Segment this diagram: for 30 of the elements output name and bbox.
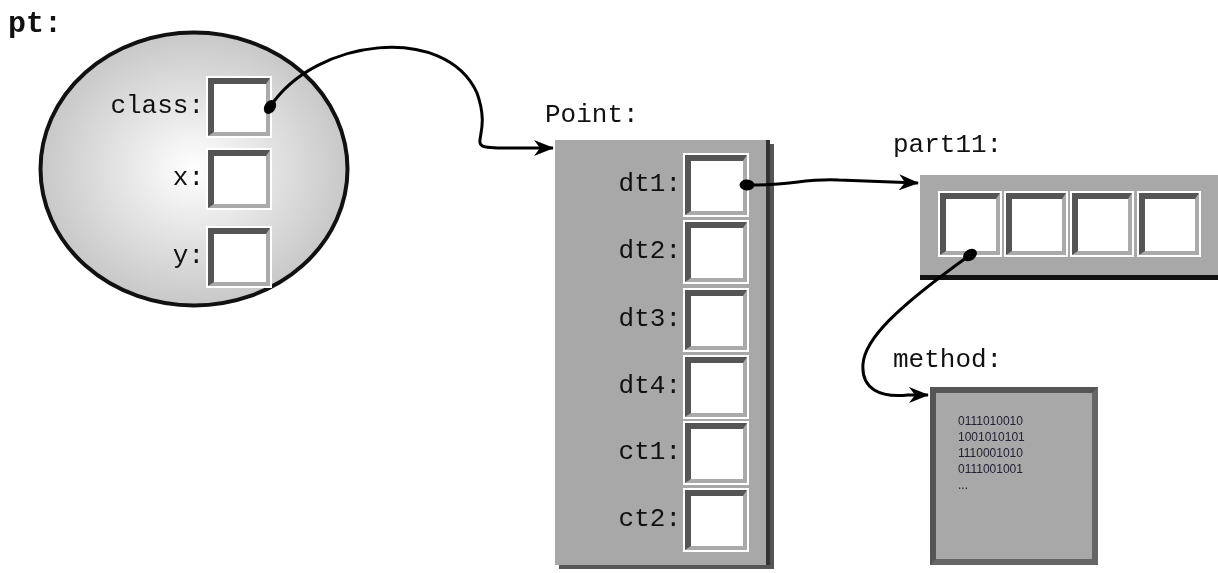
field-slot <box>940 193 1000 255</box>
field-label: ct1: <box>617 437 681 467</box>
object-label: Point: <box>545 100 639 130</box>
pointer-arrow <box>263 46 554 156</box>
field-slot <box>1139 193 1199 255</box>
field-slot <box>685 490 747 550</box>
field-slot <box>208 228 270 286</box>
field-slot <box>208 150 270 208</box>
field-slot <box>685 222 747 282</box>
field-slot <box>1072 193 1132 255</box>
pointer-arrow <box>739 174 919 191</box>
field-slot <box>685 423 747 483</box>
field-label: y: <box>171 241 204 271</box>
field-slot <box>1006 193 1066 255</box>
field-label: dt4: <box>617 371 681 401</box>
pointer-arrow <box>861 248 977 403</box>
field-label: dt2: <box>617 236 681 266</box>
field-label: x: <box>171 163 204 193</box>
field-slot <box>685 357 747 417</box>
field-label: dt3: <box>617 304 681 334</box>
object-label: pt: <box>8 7 62 41</box>
binary-code: 0111010010 1001010101 1110001010 0111001001 ... <box>958 413 1026 493</box>
field-label: ct2: <box>617 504 681 534</box>
object-label: part11: <box>893 130 1003 160</box>
field-slot <box>685 155 747 215</box>
field-label: class: <box>109 91 204 121</box>
object-label: method: <box>893 345 1003 375</box>
field-slot <box>685 290 747 350</box>
field-slot <box>208 78 270 136</box>
field-label: dt1: <box>617 169 681 199</box>
